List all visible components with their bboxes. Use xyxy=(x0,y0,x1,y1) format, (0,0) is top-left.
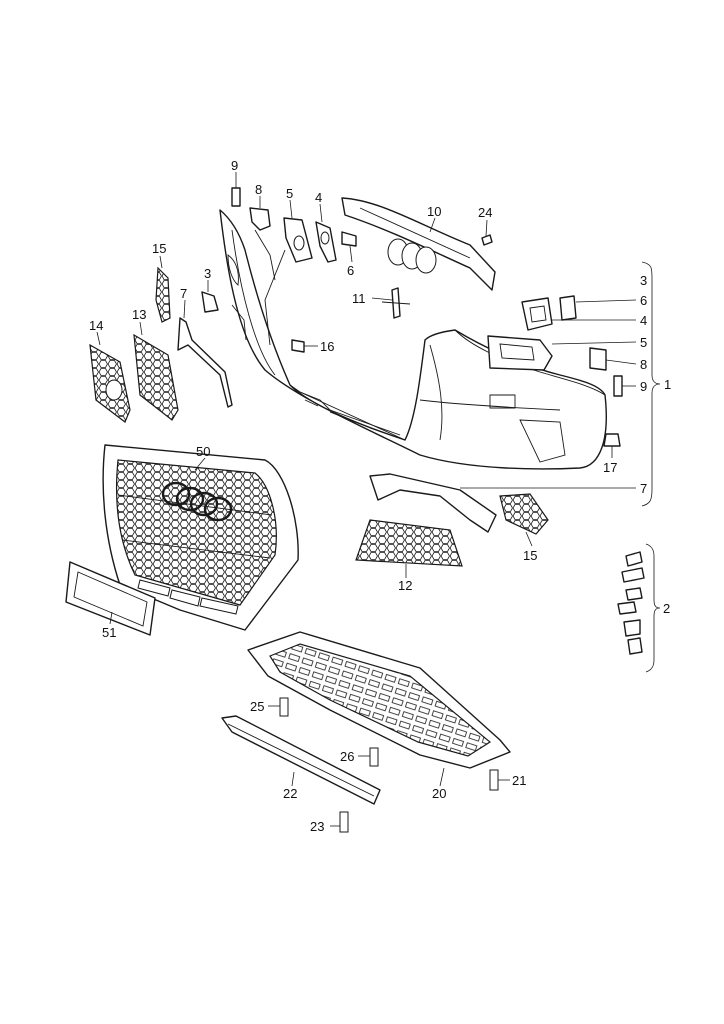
clip-6a xyxy=(341,231,357,247)
bracket-5b xyxy=(487,335,553,371)
clip-16 xyxy=(291,339,305,353)
license-plate-holder xyxy=(65,561,156,636)
callout-22: 22 xyxy=(283,786,297,801)
four-rings-emblem-icon xyxy=(161,481,233,522)
screw-26 xyxy=(369,747,379,767)
callout-7-right: 7 xyxy=(640,481,647,496)
bracket-8b xyxy=(589,347,607,371)
callout-7: 7 xyxy=(180,286,187,301)
callout-9-right: 9 xyxy=(640,379,647,394)
trim-strip-9a xyxy=(231,187,241,207)
callout-21: 21 xyxy=(512,773,526,788)
leader-lines xyxy=(96,172,661,827)
underbody-guard xyxy=(247,631,511,769)
callout-5: 5 xyxy=(286,186,293,201)
mount-11 xyxy=(381,287,411,319)
callout-10: 10 xyxy=(427,204,441,219)
callout-20: 20 xyxy=(432,786,446,801)
air-duct-lower xyxy=(369,473,497,533)
callout-12: 12 xyxy=(398,578,412,593)
screw-21 xyxy=(489,769,499,791)
air-duct-trim xyxy=(177,317,233,408)
lower-spoiler xyxy=(221,715,381,805)
callout-11: 11 xyxy=(352,291,366,306)
clip-6b xyxy=(559,295,577,321)
callout-8: 8 xyxy=(255,182,262,197)
callout-13: 13 xyxy=(132,307,146,322)
side-grille-left-outer xyxy=(89,343,131,423)
callout-26: 26 xyxy=(340,749,354,764)
front-grille xyxy=(102,444,299,631)
callout-17: 17 xyxy=(603,460,617,475)
callout-51: 51 xyxy=(102,625,116,640)
bracket-4a xyxy=(315,221,337,263)
callout-14: 14 xyxy=(89,318,103,333)
nut-17 xyxy=(603,433,621,447)
fog-lamp-grille-upper xyxy=(155,266,171,323)
callout-15: 15 xyxy=(152,241,166,256)
callout-4: 4 xyxy=(315,190,322,205)
emblem-carrier xyxy=(387,238,437,274)
bracket-5a xyxy=(283,217,313,263)
callout-23: 23 xyxy=(310,819,324,834)
bracket-8a xyxy=(249,207,271,231)
callout-2: 2 xyxy=(663,601,670,616)
trim-strip-9b xyxy=(613,375,623,397)
cover-cap xyxy=(201,291,219,313)
side-grille-left-inner xyxy=(133,333,179,421)
callout-6-right: 6 xyxy=(640,293,647,308)
callout-16: 16 xyxy=(320,339,334,354)
callout-5-right: 5 xyxy=(640,335,647,350)
callout-3: 3 xyxy=(204,266,211,281)
callout-1: 1 xyxy=(664,377,671,392)
fastener-kit xyxy=(617,551,645,655)
screw-23 xyxy=(339,811,349,833)
callout-8-right: 8 xyxy=(640,357,647,372)
callout-labels: 9 8 5 4 6 10 24 15 3 7 13 14 11 16 3 6 4… xyxy=(89,158,671,834)
callout-4-right: 4 xyxy=(640,313,647,328)
callout-6: 6 xyxy=(347,263,354,278)
callout-50: 50 xyxy=(196,444,210,459)
callout-9: 9 xyxy=(231,158,238,173)
callout-25: 25 xyxy=(250,699,264,714)
fog-lamp-grille-lower xyxy=(499,493,549,535)
screw-24 xyxy=(481,234,493,246)
callout-15-lower: 15 xyxy=(523,548,537,563)
callout-3-right: 3 xyxy=(640,273,647,288)
callout-24: 24 xyxy=(478,205,492,220)
bracket-4b xyxy=(521,297,553,331)
side-grille-lower xyxy=(355,519,463,567)
reinforcement-bar xyxy=(341,197,496,291)
screw-25 xyxy=(279,697,289,717)
